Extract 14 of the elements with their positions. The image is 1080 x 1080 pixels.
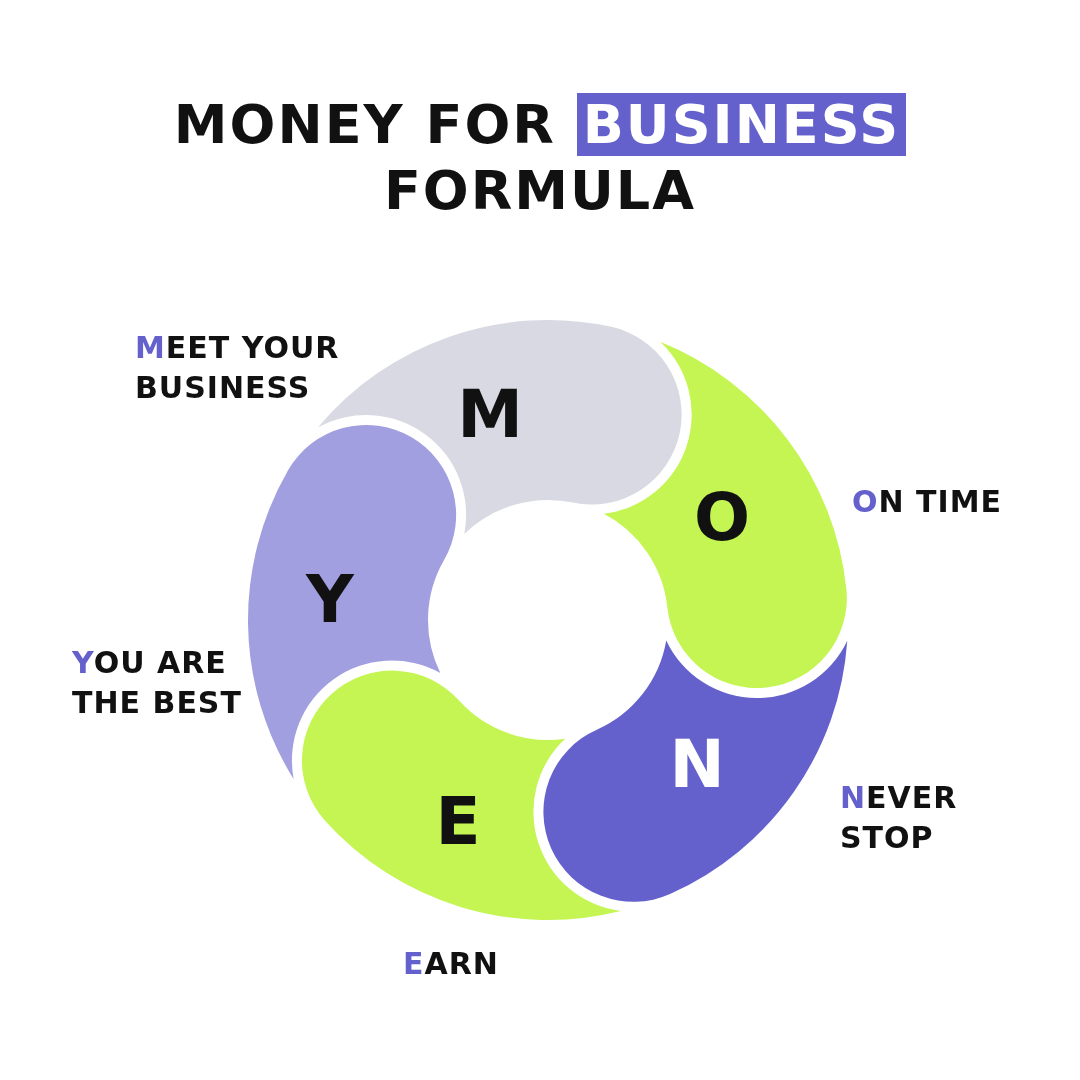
step-caption: YOU ARE THE BEST <box>72 644 243 722</box>
step-caption: ON TIME <box>852 483 1004 521</box>
ring-segment <box>248 425 457 780</box>
step-caption: EARN <box>403 945 500 983</box>
title: MONEY FOR BUSINESS FORMULA <box>140 92 940 224</box>
step-caption: NEVER STOP <box>840 779 959 857</box>
segment-letter: N <box>668 725 726 805</box>
ring-segment <box>603 341 847 688</box>
segment-letter: E <box>434 782 482 862</box>
segment-letter: Y <box>304 560 355 640</box>
step-caption: MEET YOUR BUSINESS <box>135 329 341 407</box>
segment-letter: O <box>692 478 752 558</box>
ring-segment <box>301 670 621 920</box>
segment-letter: M <box>456 375 524 455</box>
